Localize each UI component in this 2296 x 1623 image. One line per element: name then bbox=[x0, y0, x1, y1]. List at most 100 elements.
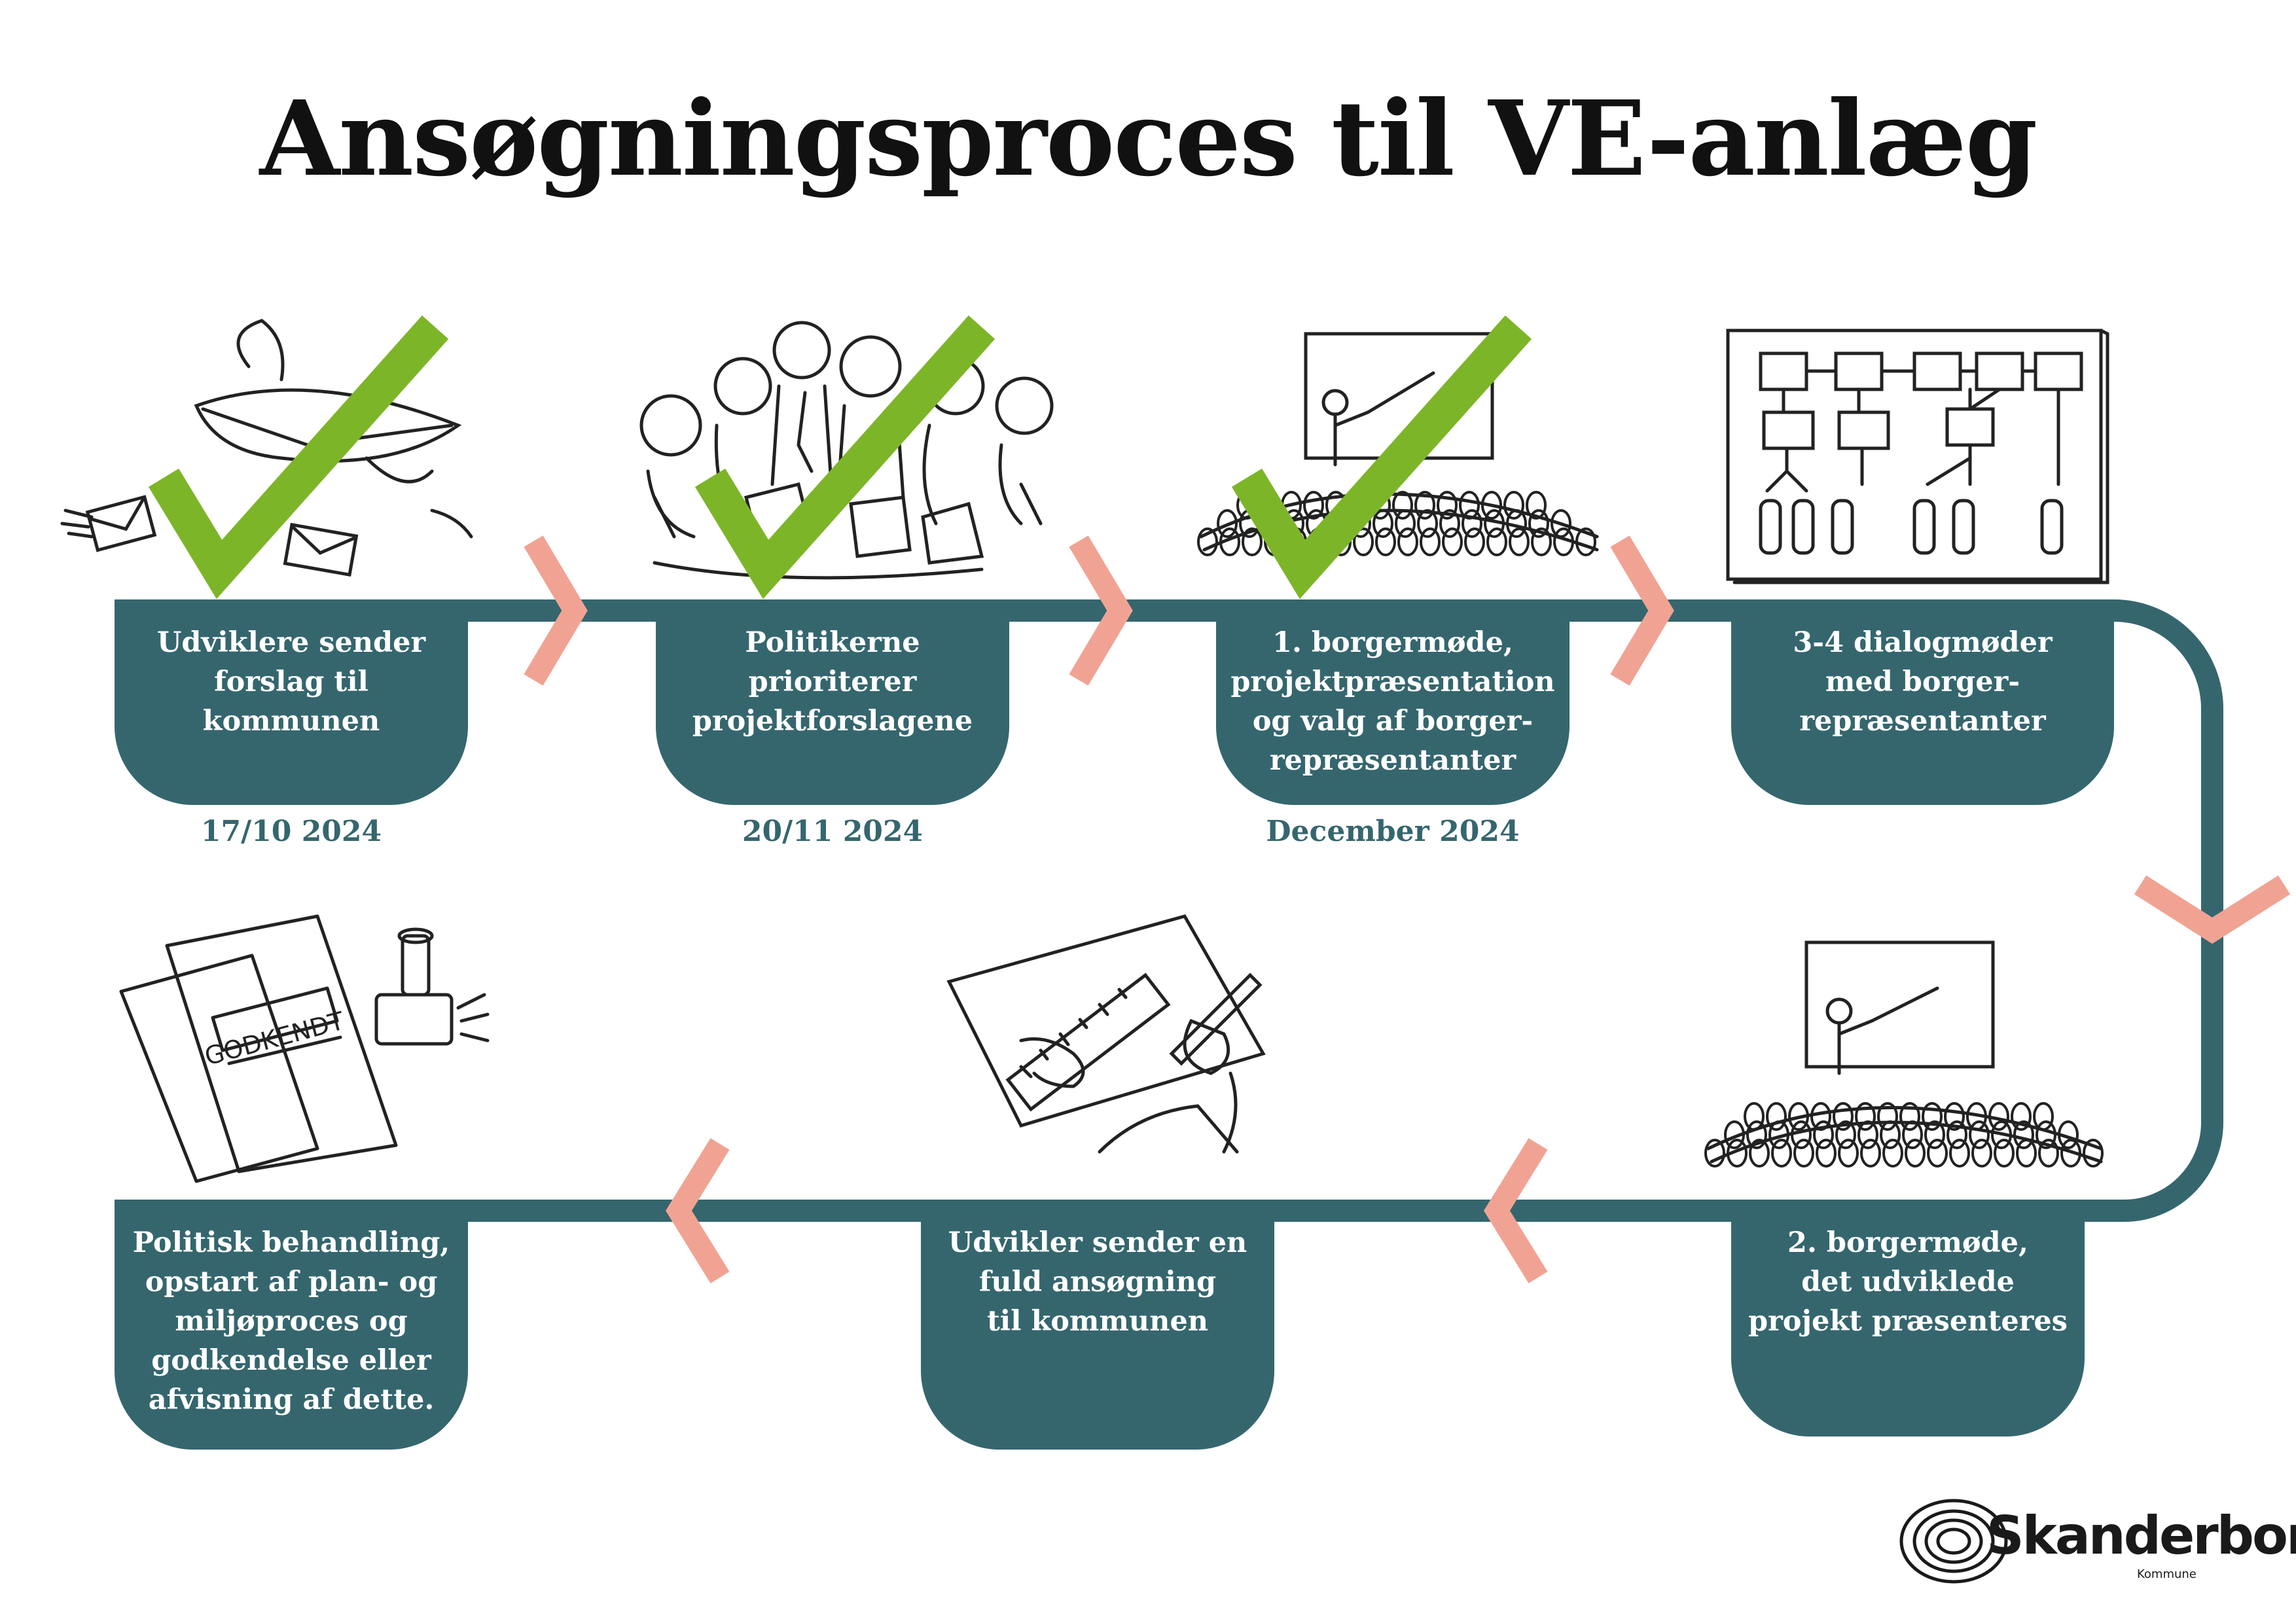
step-text: 2. borgermøde, det udviklede projekt præ… bbox=[1748, 1226, 2068, 1338]
audience-head bbox=[1969, 1120, 1990, 1149]
step-text: Politisk behandling, opstart af plan- og… bbox=[132, 1226, 450, 1416]
arrow-right-icon bbox=[1610, 535, 1674, 686]
audience-head bbox=[1902, 1120, 1923, 1149]
audience-head bbox=[1899, 1102, 1920, 1131]
step-box-6: Udvikler sender en fuld ansøgning til ko… bbox=[921, 1201, 1274, 1450]
audience-head bbox=[1459, 491, 1480, 520]
step-box-4: 3-4 dialogmøder med borger- repræsentant… bbox=[1731, 601, 2114, 805]
logo-name: Skanderborg bbox=[1986, 1505, 2296, 1566]
audience-head bbox=[1528, 509, 1549, 538]
audience-head bbox=[1838, 1139, 1859, 1168]
audience-head bbox=[1484, 509, 1505, 538]
audience-head bbox=[1575, 527, 1596, 556]
audience-head bbox=[1353, 527, 1374, 556]
step-text: 1. borgermøde, projektpræsentation og va… bbox=[1230, 626, 1555, 777]
audience-head bbox=[1506, 509, 1527, 538]
audience-head bbox=[1724, 1120, 1745, 1149]
audience-head bbox=[1397, 527, 1418, 556]
step-box-1: Udviklere sender forslag til kommunen bbox=[115, 601, 468, 805]
audience-head bbox=[1531, 527, 1552, 556]
audience-head bbox=[1924, 1120, 1945, 1149]
audience-heads-2 bbox=[1704, 1102, 2104, 1168]
audience-head bbox=[1526, 491, 1547, 520]
audience-head bbox=[1882, 1139, 1903, 1168]
audience-head bbox=[1946, 1120, 1967, 1149]
step-date-2: 20/11 2024 bbox=[742, 815, 924, 848]
audience-head bbox=[1988, 1102, 2009, 1131]
audience-head bbox=[2083, 1139, 2104, 1168]
audience-head bbox=[1392, 491, 1413, 520]
audience-head bbox=[1793, 1139, 1814, 1168]
audience-head bbox=[1927, 1139, 1948, 1168]
step-box-7: Politisk behandling, opstart af plan- og… bbox=[115, 1201, 468, 1450]
audience-head bbox=[1749, 1139, 1770, 1168]
audience-head bbox=[1966, 1102, 1987, 1131]
audience-head bbox=[1860, 1139, 1881, 1168]
audience-head bbox=[1855, 1102, 1876, 1131]
audience-head bbox=[1991, 1120, 2012, 1149]
arrow-down-icon bbox=[2134, 875, 2291, 944]
audience-head bbox=[1816, 1139, 1837, 1168]
audience-head bbox=[1791, 1120, 1812, 1149]
step-text: Politikerne prioriterer projektforslagen… bbox=[692, 626, 973, 738]
step-text: 3-4 dialogmøder med borger- repræsentant… bbox=[1793, 626, 2053, 738]
check-marks bbox=[148, 315, 1532, 599]
audience-head bbox=[1486, 527, 1507, 556]
audience-head bbox=[1417, 509, 1438, 538]
audience-head bbox=[1219, 527, 1240, 556]
audience-head bbox=[1375, 527, 1396, 556]
audience-head bbox=[1857, 1120, 1878, 1149]
arrow-right-icon bbox=[524, 535, 588, 686]
audience-head bbox=[1905, 1139, 1926, 1168]
audience-head bbox=[1464, 527, 1485, 556]
step-text: Udviklere sender forslag til kommunen bbox=[156, 626, 426, 738]
audience-head bbox=[1788, 1102, 1809, 1131]
audience-head bbox=[1880, 1120, 1901, 1149]
audience-head bbox=[1744, 1102, 1765, 1131]
step-box-5: 2. borgermøde, det udviklede projekt præ… bbox=[1731, 1201, 2085, 1436]
step-box-2: Politikerne prioriterer projektforslagen… bbox=[656, 601, 1009, 805]
step-date-1: 17/10 2024 bbox=[200, 815, 382, 848]
arrow-left-icon bbox=[1484, 1138, 1548, 1283]
audience-head bbox=[2058, 1120, 2079, 1149]
audience-head bbox=[1437, 491, 1458, 520]
arrow-right-icon bbox=[1069, 535, 1133, 686]
audience-head bbox=[1835, 1120, 1856, 1149]
check-icon bbox=[148, 315, 449, 599]
audience-head bbox=[1768, 1120, 1789, 1149]
audience-head bbox=[1442, 527, 1463, 556]
drawing-plans-illustration bbox=[946, 914, 1266, 1154]
audience-head bbox=[1553, 527, 1574, 556]
audience-head bbox=[1704, 1139, 1725, 1168]
audience-head bbox=[1813, 1120, 1834, 1149]
audience-head bbox=[1420, 527, 1441, 556]
audience-head bbox=[1727, 1139, 1748, 1168]
org-chart-illustration bbox=[1726, 329, 2109, 584]
arrow-left-icon bbox=[666, 1138, 730, 1283]
audience-head bbox=[1414, 491, 1435, 520]
arrows bbox=[524, 535, 2291, 1283]
audience-head bbox=[1551, 509, 1571, 538]
audience-head bbox=[1944, 1102, 1965, 1131]
check-icon bbox=[694, 315, 996, 599]
check-icon bbox=[1231, 315, 1532, 599]
audience-head bbox=[1771, 1139, 1792, 1168]
logo-mark-icon bbox=[1899, 1499, 2008, 1584]
audience-head bbox=[1303, 491, 1324, 520]
audience-head bbox=[1922, 1102, 1943, 1131]
audience-head bbox=[1766, 1102, 1787, 1131]
audience-head bbox=[2033, 1102, 2054, 1131]
audience-head bbox=[2011, 1102, 2032, 1131]
audience-head bbox=[2038, 1139, 2059, 1168]
audience-head bbox=[1746, 1120, 1767, 1149]
audience-head bbox=[1509, 527, 1530, 556]
audience-head bbox=[1833, 1102, 1854, 1131]
audience-head bbox=[2013, 1120, 2034, 1149]
step-text: Udvikler sender en fuld ansøgning til ko… bbox=[948, 1226, 1247, 1338]
audience-head bbox=[1462, 509, 1482, 538]
letters-sent-illustration bbox=[60, 319, 473, 577]
audience-head bbox=[1994, 1139, 2015, 1168]
audience-head bbox=[1439, 509, 1460, 538]
